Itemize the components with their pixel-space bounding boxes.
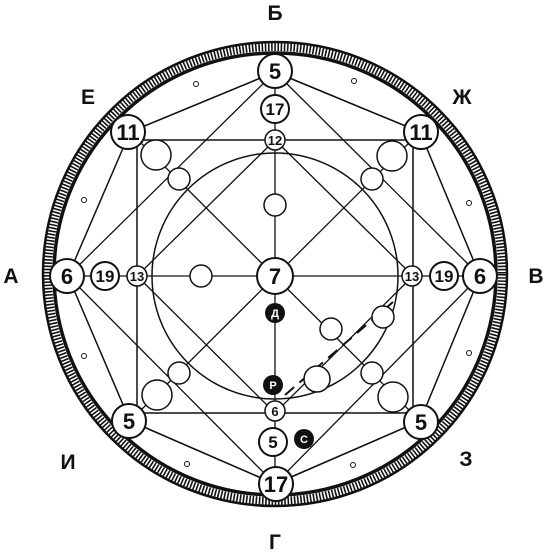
node-corner-tl: 11: [110, 114, 146, 150]
empty-circle-lower-right-1: [319, 317, 343, 341]
node-top-inner-label: 17: [266, 100, 285, 119]
node-bottom-square-label: 6: [271, 404, 278, 419]
node-corner-bl-label: 5: [123, 409, 135, 434]
node-top-square-label: 12: [268, 133, 282, 148]
label-left: А: [3, 265, 18, 288]
node-left-outer-label: 6: [61, 264, 73, 289]
node-bottom-outer: 17: [258, 466, 294, 502]
node-top-inner: 17: [260, 94, 290, 124]
edge-top-left: [129, 71, 276, 133]
empty-circle-bl-small: [167, 361, 191, 385]
node-right-outer: 6: [462, 258, 498, 294]
inner-circle: [151, 152, 399, 400]
marker-d: Д: [265, 303, 285, 323]
node-corner-br: 5: [403, 404, 439, 440]
node-right-square-label: 13: [405, 269, 419, 284]
label-bottom: Г: [269, 531, 281, 551]
label-top-left: Е: [81, 86, 95, 109]
empty-circle-tl-small: [167, 167, 191, 191]
node-left-outer: 6: [49, 258, 85, 294]
edge-dots: [81, 78, 472, 468]
node-center-label: 7: [269, 264, 281, 289]
node-corner-bl: 5: [111, 403, 147, 439]
empty-circle-lower-right-2: [371, 305, 395, 329]
node-top-outer-label: 5: [269, 59, 281, 84]
node-right-outer-label: 6: [474, 264, 486, 289]
empty-circle-br-small: [360, 361, 384, 385]
edge-bottom-left: [129, 420, 276, 485]
node-bottom-inner-label: 5: [268, 433, 277, 452]
label-top: Б: [267, 2, 282, 25]
node-corner-tr-label: 11: [409, 120, 432, 145]
empty-circle-tr-small: [360, 167, 384, 191]
edge-bottom-right: [274, 420, 421, 485]
edge-top-right: [274, 71, 421, 133]
node-bottom-outer-label: 17: [264, 472, 288, 497]
label-top-right: Ж: [452, 86, 473, 109]
marker-d-label: Д: [271, 308, 279, 320]
node-left-square-label: 13: [130, 269, 144, 284]
marker-r: Р: [263, 375, 283, 395]
empty-circle-left: [189, 264, 213, 288]
node-right-mid: 19: [429, 261, 459, 291]
outer-ring-outline: [41, 40, 509, 508]
node-center: 7: [256, 257, 294, 295]
node-corner-tr: 11: [403, 114, 439, 150]
empty-circle-lower-right-3: [303, 365, 331, 393]
empty-circle-br-large: [377, 381, 409, 413]
node-left-square: 13: [126, 265, 148, 287]
node-corner-br-label: 5: [415, 410, 427, 435]
label-right: В: [528, 265, 543, 288]
empty-circle-bl-large: [141, 379, 173, 411]
node-right-mid-label: 19: [435, 267, 454, 286]
node-left-mid-label: 19: [96, 267, 115, 286]
node-left-mid: 19: [90, 261, 120, 291]
label-bottom-left: И: [60, 451, 75, 474]
node-corner-tl-label: 11: [116, 120, 139, 145]
marker-s: С: [294, 429, 314, 449]
node-top-square: 12: [264, 129, 286, 151]
label-bottom-right: З: [459, 448, 472, 471]
node-top-outer: 5: [257, 53, 293, 89]
empty-circle-tl-large: [140, 139, 172, 171]
node-right-square: 13: [401, 265, 423, 287]
marker-r-label: Р: [269, 380, 276, 392]
node-bottom-inner: 5: [258, 427, 288, 457]
empty-circle-tr-large: [376, 140, 408, 172]
empty-circle-upper: [263, 193, 287, 217]
node-bottom-square: 6: [264, 400, 286, 422]
marker-s-label: С: [300, 434, 308, 446]
